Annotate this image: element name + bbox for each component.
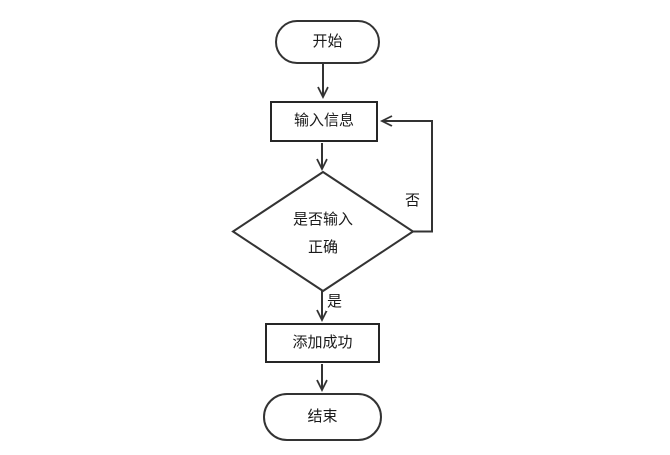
node-decision-label-line2: 正确 xyxy=(307,239,338,256)
node-input-info: 输入信息 xyxy=(270,101,378,142)
decision-diamond-shape xyxy=(231,170,415,293)
node-decision-label-line1: 是否输入 xyxy=(292,211,353,228)
node-start-label: 开始 xyxy=(312,32,343,50)
node-add-success: 添加成功 xyxy=(265,323,380,363)
edge-label-no: 否 xyxy=(404,192,422,210)
node-end-label: 结束 xyxy=(307,407,338,425)
node-input-info-label: 输入信息 xyxy=(293,112,354,130)
node-add-success-label: 添加成功 xyxy=(292,333,353,351)
node-start: 开始 xyxy=(275,20,380,64)
node-end: 结束 xyxy=(263,393,382,441)
edge-label-yes: 是 xyxy=(326,293,344,311)
node-decision: 是否输入 正确 xyxy=(253,206,393,262)
edge-decision-to-input-loop xyxy=(382,121,433,233)
